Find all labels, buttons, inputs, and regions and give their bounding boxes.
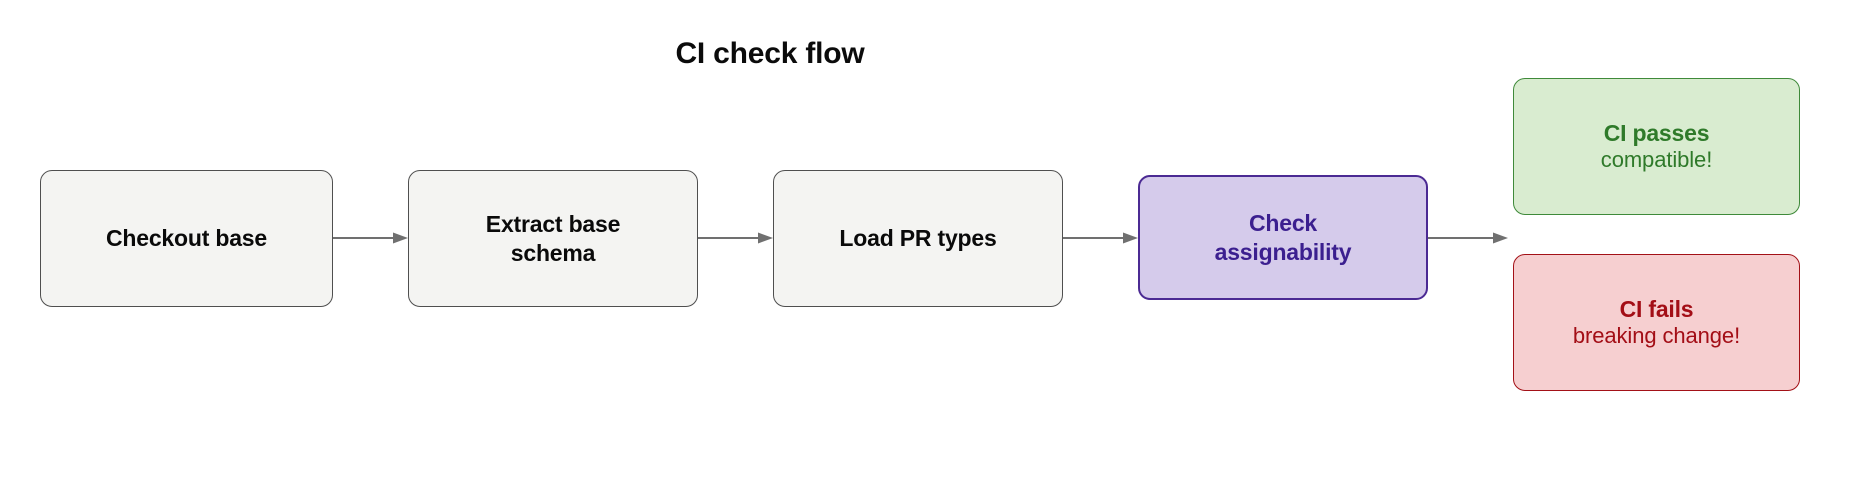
node-check-assignability-label-line2: assignability xyxy=(1214,238,1352,265)
arrow-load-pr-types-to-check-assignability xyxy=(1063,231,1138,245)
arrow-check-assignability-to-outcome xyxy=(1428,231,1508,245)
node-load-pr-types-label: Load PR types xyxy=(839,225,997,252)
node-extract-base-schema[interactable]: Extract base schema xyxy=(408,170,698,307)
node-checkout-base-label: Checkout base xyxy=(105,225,267,252)
node-check-assignability[interactable]: Check assignability xyxy=(1138,175,1428,300)
node-extract-base-schema-label-line1: Extract base xyxy=(485,211,621,238)
node-checkout-base[interactable]: Checkout base xyxy=(40,170,333,307)
node-ci-fails-subtitle: breaking change! xyxy=(1572,323,1741,349)
page-title: CI check flow xyxy=(675,37,865,70)
node-check-assignability-label-line1: Check xyxy=(1248,210,1318,237)
arrow-extract-base-schema-to-load-pr-types xyxy=(698,231,773,245)
node-load-pr-types[interactable]: Load PR types xyxy=(773,170,1063,307)
node-ci-passes-subtitle: compatible! xyxy=(1600,147,1713,173)
node-ci-passes-title: CI passes xyxy=(1603,120,1710,147)
node-ci-fails[interactable]: CI fails breaking change! xyxy=(1513,254,1800,391)
node-ci-fails-title: CI fails xyxy=(1619,296,1694,323)
node-extract-base-schema-label-line2: schema xyxy=(510,239,596,266)
node-ci-passes[interactable]: CI passes compatible! xyxy=(1513,78,1800,215)
arrow-checkout-base-to-extract-base-schema xyxy=(333,231,408,245)
